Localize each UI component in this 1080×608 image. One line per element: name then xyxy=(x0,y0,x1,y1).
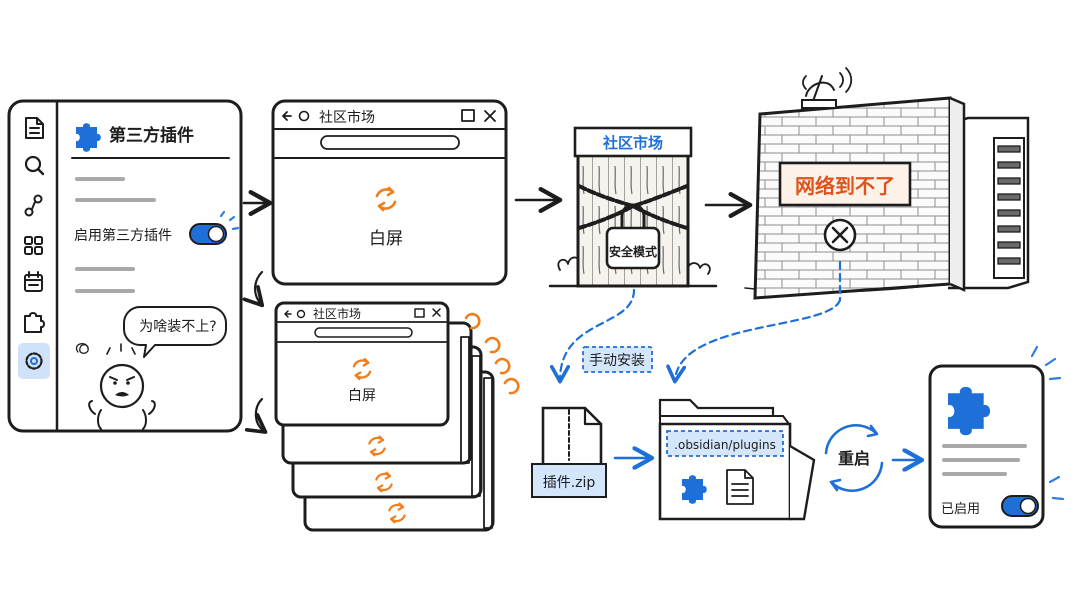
plugins-folder: .obsidian/plugins xyxy=(658,398,816,521)
file-icon[interactable] xyxy=(25,117,44,139)
lock-label: 安全模式 xyxy=(609,244,657,259)
third-party-toggle[interactable] xyxy=(189,210,240,245)
obsidian-settings-panel: 第三方插件 启用第三方插件 为啥装不上? xyxy=(7,99,243,433)
panel-title: 第三方插件 xyxy=(109,125,194,146)
enabled-plugin-card: 已启用 xyxy=(928,345,1065,529)
gate-sign: 社区市场 xyxy=(602,134,663,152)
search-icon[interactable] xyxy=(24,155,45,176)
reload-icon[interactable] xyxy=(298,110,310,122)
maximize-icon[interactable] xyxy=(414,308,425,318)
grid-icon[interactable] xyxy=(24,236,43,255)
svg-text:手动安装: 手动安装 xyxy=(589,353,645,369)
close-icon[interactable] xyxy=(484,110,496,122)
network-wall: 网络到不了 xyxy=(744,67,1030,300)
confused-user xyxy=(75,342,156,430)
calendar-icon[interactable] xyxy=(24,271,43,292)
toggle-label: 启用第三方插件 xyxy=(74,227,172,244)
enabled-label: 已启用 xyxy=(941,502,980,517)
restart-cycle: 重启 xyxy=(824,423,884,493)
stacked-windows: 社区市场 白屏 xyxy=(274,301,520,532)
folder-path: .obsidian/plugins xyxy=(674,438,776,452)
loading-spinner-icon xyxy=(464,312,520,395)
market-window: 社区市场 白屏 xyxy=(271,99,508,286)
wall-sign: 网络到不了 xyxy=(795,174,895,198)
close-icon[interactable] xyxy=(432,308,441,317)
restart-label: 重启 xyxy=(838,449,870,468)
back-icon[interactable] xyxy=(282,111,292,121)
document-icon xyxy=(726,469,754,505)
address-bar[interactable] xyxy=(320,135,460,150)
speech-bubble: 为啥装不上? xyxy=(123,306,227,358)
locked-gate: 社区市场 安全模式 xyxy=(548,126,718,288)
satellite-dish-icon xyxy=(801,67,853,109)
address-bar[interactable] xyxy=(314,327,413,338)
market-body: 白屏 xyxy=(369,229,403,249)
gear-icon[interactable] xyxy=(18,343,50,379)
reload-icon[interactable] xyxy=(296,309,306,319)
puzzle-icon[interactable] xyxy=(24,312,45,333)
zip-name: 插件.zip xyxy=(543,475,596,491)
speech-text: 为啥装不上? xyxy=(139,319,216,335)
graph-icon[interactable] xyxy=(24,194,43,217)
back-icon[interactable] xyxy=(284,310,292,318)
market-title: 社区市场 xyxy=(319,109,375,126)
error-x-icon xyxy=(823,218,857,252)
maximize-icon[interactable] xyxy=(461,109,475,122)
enabled-toggle[interactable] xyxy=(1001,495,1039,517)
stack-title: 社区市场 xyxy=(313,306,361,321)
zip-file: 插件.zip xyxy=(531,406,607,498)
manual-install-label: 手动安装 xyxy=(582,346,653,373)
stack-body: 白屏 xyxy=(348,388,376,404)
